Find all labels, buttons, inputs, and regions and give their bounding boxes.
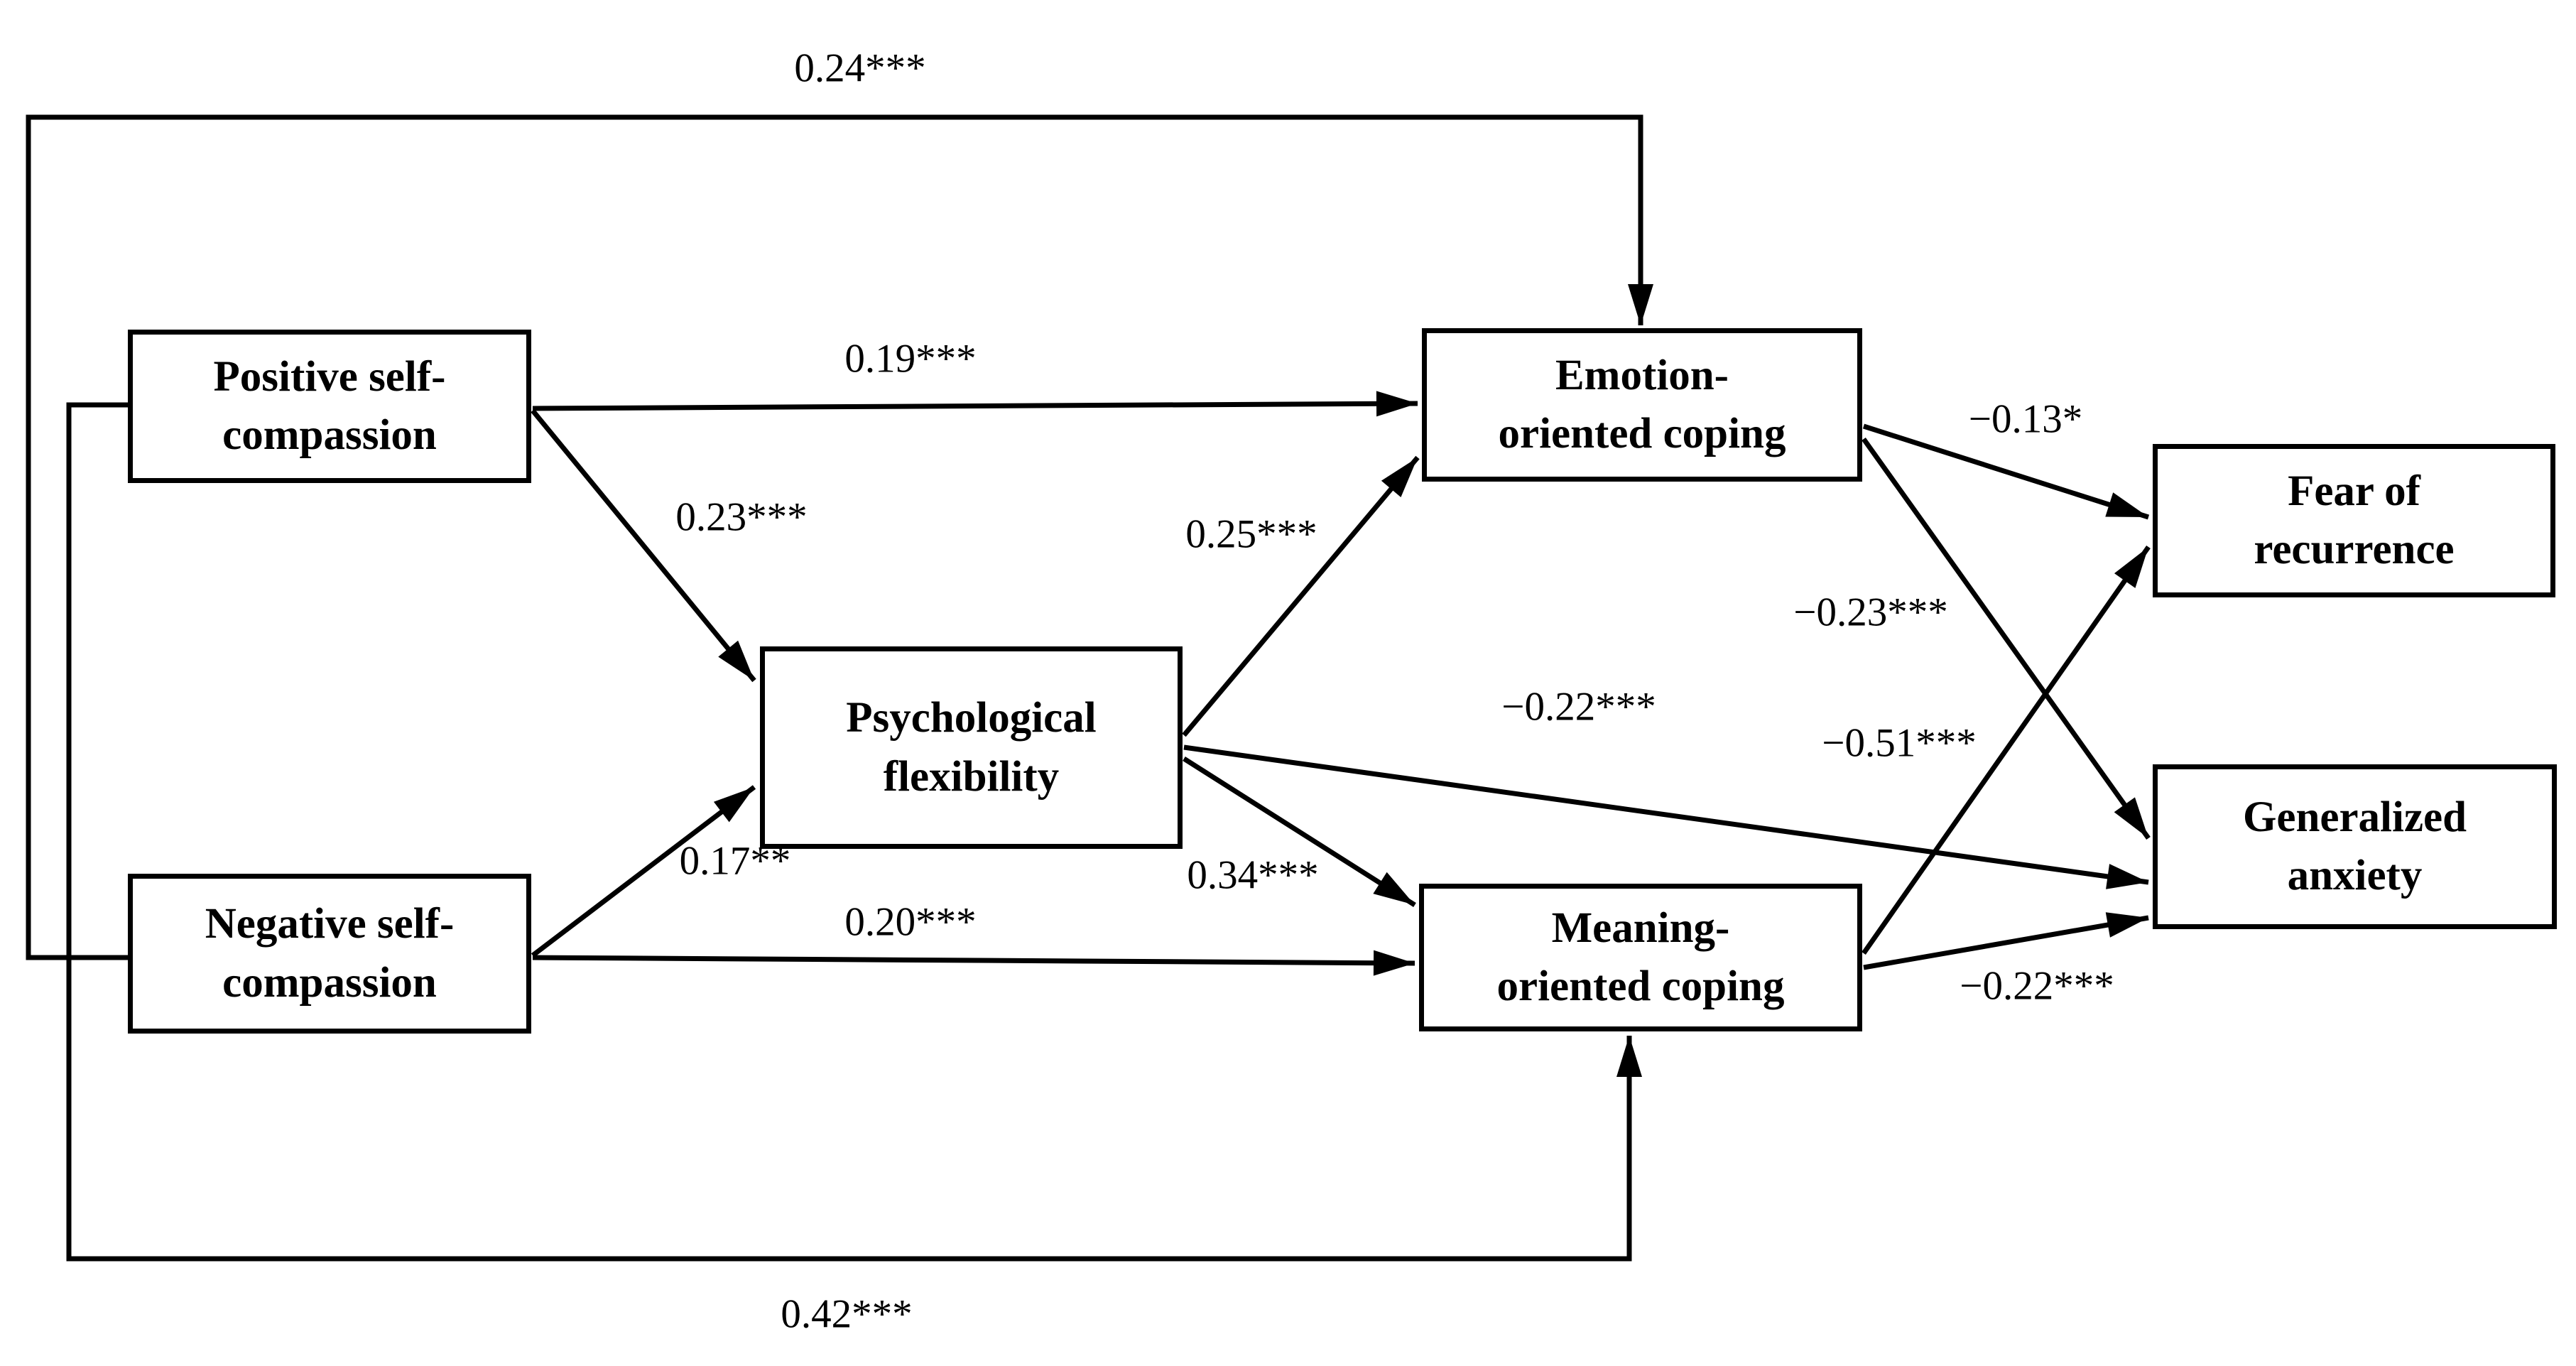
coef-flexibility-to-meaning: 0.34*** [1187, 852, 1319, 898]
edge-line-flexibility-to-meaning [1183, 757, 1416, 907]
edge-line-flexibility-to-emotion [1182, 455, 1420, 737]
edge-line-emotion-to-fear [1862, 423, 2150, 520]
node-negative-self-compassion: Negative self- compassion [128, 874, 531, 1034]
node-psychological-flexibility: Psychological flexibility [760, 646, 1183, 849]
coef-meaning-to-fear: −0.51*** [1822, 720, 1977, 766]
edge-line-meaning-to-fear [1862, 545, 2151, 955]
edge-line-emotion-to-anxiety [1862, 437, 2151, 840]
edge-line-positive-to-flexibility [531, 408, 756, 683]
coef-flexibility-to-emotion: 0.25*** [1185, 511, 1317, 557]
edge-line-meaning-to-anxiety [1863, 912, 2149, 970]
node-positive-self-compassion: Positive self- compassion [128, 330, 531, 483]
edge-line-flexibility-to-anxiety [1183, 744, 2149, 889]
edge-line-negative-to-flexibility [531, 785, 756, 958]
edge-line-negative-to-meaning [532, 950, 1415, 976]
coef-positive-to-flexibility: 0.23*** [675, 494, 808, 540]
coef-negative-to-meaning: 0.20*** [844, 899, 977, 945]
coef-meaning-to-anxiety: −0.22*** [1960, 963, 2114, 1009]
coef-negative-to-flexibility: 0.17** [679, 838, 791, 884]
edge-line-positive-to-emotion [532, 391, 1418, 417]
node-emotion-oriented-coping: Emotion- oriented coping [1422, 328, 1862, 482]
coef-negative-to-emotion: 0.24*** [794, 45, 926, 91]
coef-emotion-to-fear: −0.13* [1968, 396, 2083, 442]
node-generalized-anxiety: Generalized anxiety [2153, 764, 2557, 929]
node-meaning-oriented-coping: Meaning- oriented coping [1419, 884, 1862, 1031]
edge-line-negative-to-emotion-routed [26, 114, 1653, 960]
coef-positive-to-meaning: 0.42*** [781, 1291, 913, 1337]
edge-line-positive-to-meaning-routed [66, 402, 1642, 1262]
coef-emotion-to-anxiety: −0.23*** [1793, 590, 1948, 635]
node-fear-of-recurrence: Fear of recurrence [2153, 444, 2555, 597]
coef-flexibility-to-anxiety: −0.22*** [1501, 684, 1656, 730]
coef-positive-to-emotion: 0.19*** [844, 336, 977, 381]
